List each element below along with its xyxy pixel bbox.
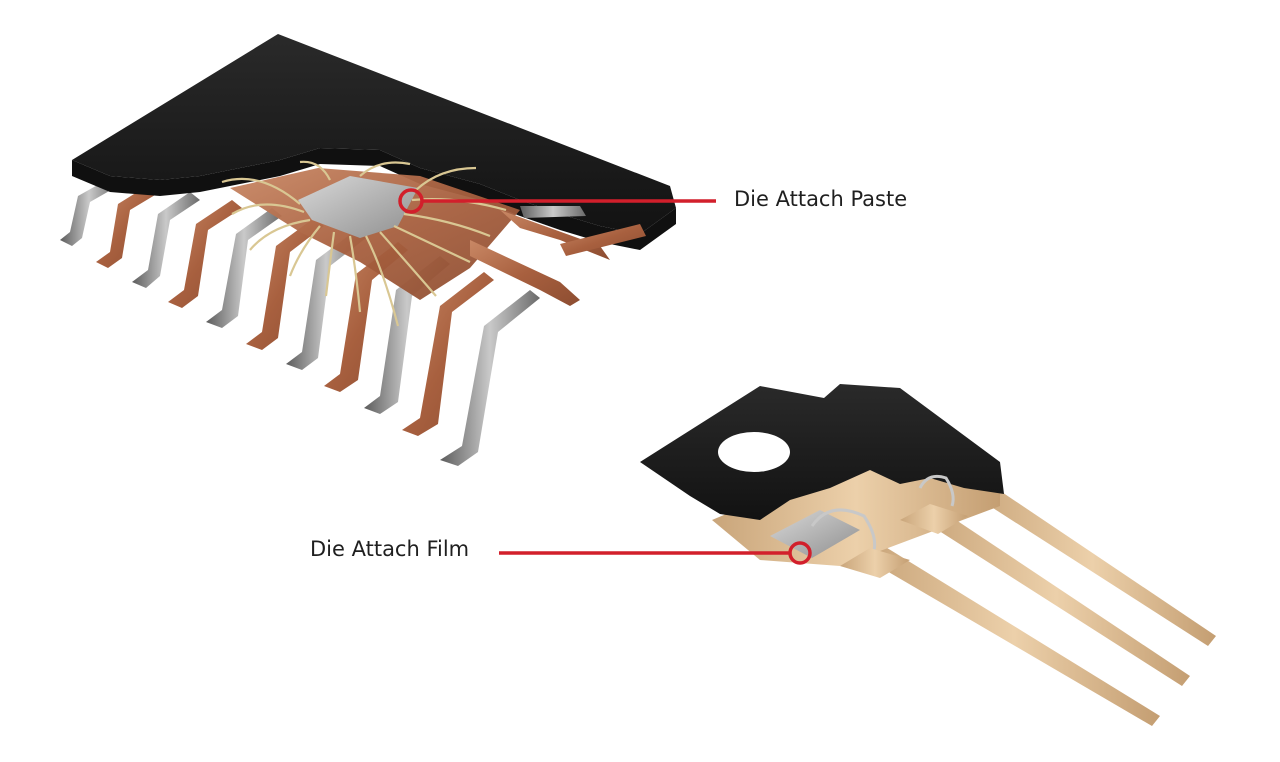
- soic-bond-wires: [221, 160, 507, 327]
- callout-label-paste: Die Attach Paste: [734, 187, 908, 211]
- soic-package: [60, 34, 676, 466]
- soic-die: [298, 176, 418, 238]
- callout-label-film: Die Attach Film: [310, 537, 470, 561]
- to220-mold-body: [640, 384, 1004, 520]
- soic-mold-body: [72, 34, 676, 234]
- to220-package: [640, 384, 1216, 726]
- to220-mounting-hole: [718, 432, 790, 472]
- callout-film: [499, 541, 812, 565]
- callout-paste: [398, 188, 716, 214]
- soic-leads: [60, 178, 540, 466]
- to220-leads: [868, 480, 1216, 726]
- to220-bond-wires: [810, 474, 955, 557]
